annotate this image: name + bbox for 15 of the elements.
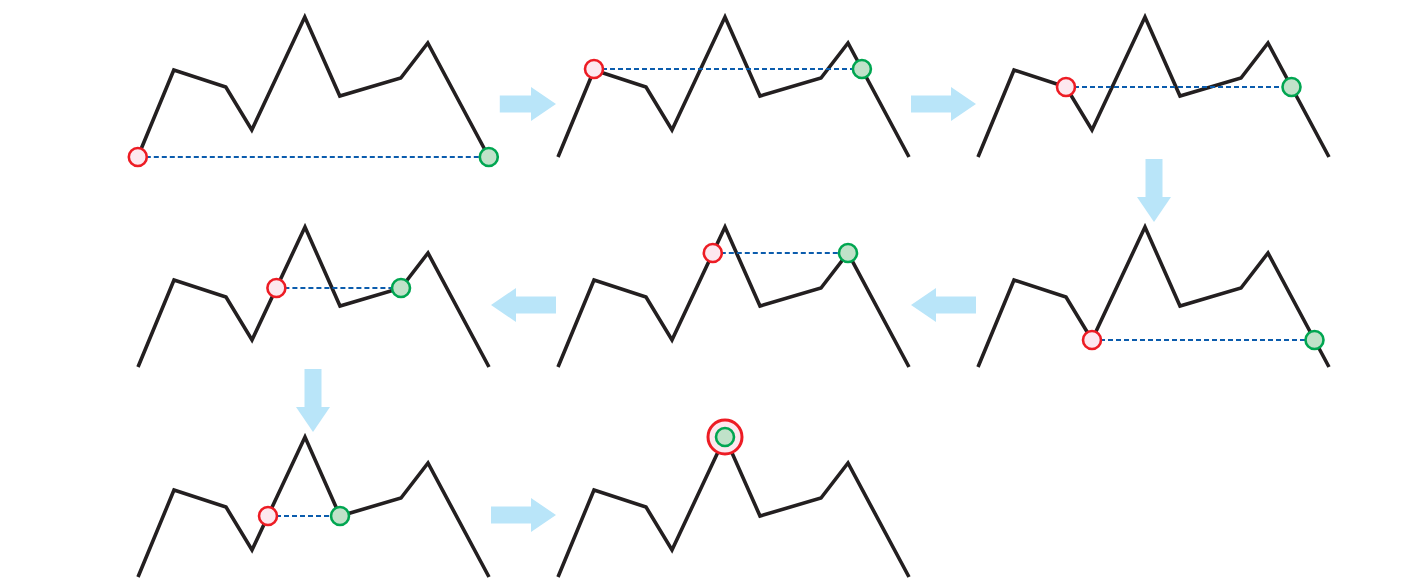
zigzag-line-drawing — [556, 12, 911, 159]
arrow — [911, 87, 976, 121]
zigzag-line-drawing — [136, 432, 491, 579]
zigzag-line-drawing — [976, 12, 1331, 159]
arrow — [491, 288, 556, 322]
arrow — [499, 87, 556, 121]
zigzag-line-drawing — [136, 222, 491, 369]
zigzag-line-drawing — [976, 222, 1331, 369]
arrow — [911, 288, 976, 322]
arrow — [1137, 159, 1171, 222]
zigzag-line-drawing — [127, 12, 500, 168]
zigzag-line-drawing — [556, 222, 911, 369]
arrow — [296, 369, 330, 432]
arrow — [491, 498, 556, 532]
zigzag-line-drawing — [556, 418, 911, 579]
